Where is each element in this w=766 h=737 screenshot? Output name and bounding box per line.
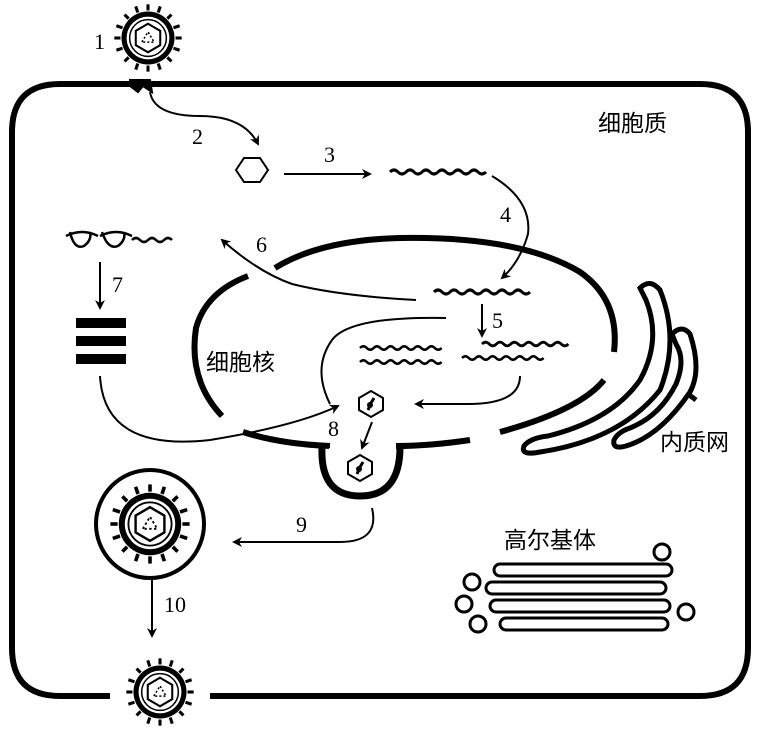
assembled-capsid (357, 389, 385, 419)
ribosome-translation (65, 230, 173, 248)
arrow-to-assembly (414, 375, 521, 409)
arrow-step-4 (491, 175, 530, 280)
step-number-2: 2 (192, 124, 203, 149)
budding-capsid (346, 453, 374, 483)
viral-rna-cytoplasm (388, 168, 488, 176)
arrow-step-8 (360, 421, 373, 450)
label-er: 内质网 (660, 430, 729, 456)
replicated-rna-3 (358, 359, 443, 365)
step-number-1: 1 (94, 29, 105, 54)
viral-protein-1 (76, 318, 126, 328)
step-number-8: 8 (328, 416, 339, 441)
replicated-rna-4 (460, 355, 545, 361)
virus-particle-released (124, 656, 196, 728)
label-golgi: 高尔基体 (504, 528, 596, 554)
arrow-from-nucleus-rna (320, 316, 447, 405)
nuclear-bud (318, 446, 404, 500)
label-nucleus: 细胞核 (206, 350, 275, 376)
label-cytoplasm: 细胞质 (598, 111, 667, 137)
step-number-7: 7 (112, 272, 123, 297)
arrow-step-9 (232, 507, 375, 547)
arrow-proteins-to-assembly (99, 375, 340, 443)
endoplasmic-reticulum (520, 281, 699, 456)
step-number-9: 9 (296, 512, 307, 537)
step-number-10: 10 (164, 592, 186, 617)
mature-virus-cytoplasm (94, 468, 206, 580)
golgi-apparatus (454, 542, 696, 634)
replicated-rna-2 (480, 340, 570, 348)
viral-protein-3 (76, 354, 126, 364)
released-capsid (234, 157, 270, 183)
viral-protein-2 (76, 336, 126, 346)
membrane-receptor (129, 79, 154, 95)
step-number-4: 4 (500, 202, 511, 227)
arrow-step-6 (220, 238, 417, 301)
step-number-6: 6 (256, 232, 267, 257)
replicated-rna-1 (358, 345, 443, 351)
virus-particle-entering (112, 2, 184, 74)
arrow-step-2 (149, 91, 259, 146)
nuclear-envelope (191, 234, 618, 449)
step-number-3: 3 (324, 142, 335, 167)
step-number-5: 5 (492, 308, 503, 333)
viral-rna-nucleus (432, 288, 532, 296)
cell-membrane (9, 81, 751, 699)
